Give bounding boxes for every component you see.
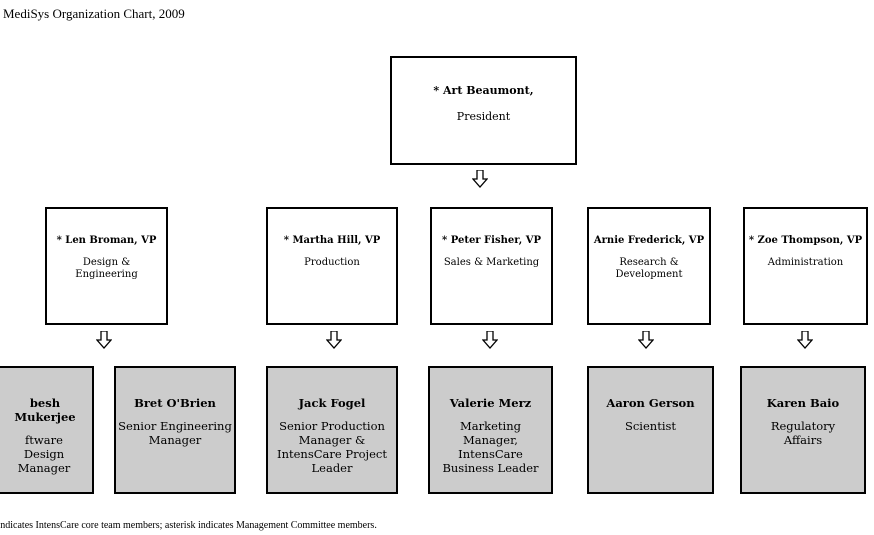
person-role: Senior Engineering Manager	[118, 419, 232, 447]
person-name: Valerie Merz	[449, 396, 532, 410]
org-box-core-senior-engineering: Bret O'Brien Senior Engineering Manager	[114, 366, 236, 494]
person-role: Sales & Marketing	[443, 257, 540, 268]
down-arrow-icon	[96, 331, 112, 349]
down-arrow-icon	[472, 170, 488, 188]
person-name: Aaron Gerson	[606, 396, 695, 410]
chart-footnote: g indicates IntensCare core team members…	[0, 520, 377, 531]
person-role: Research & Development	[615, 257, 683, 280]
down-arrow-icon	[638, 331, 654, 349]
org-box-vp-production: * Martha Hill, VP Production	[266, 207, 398, 325]
person-name: * Len Broman, VP	[56, 235, 157, 246]
org-box-core-marketing: Valerie Merz Marketing Manager, IntensCa…	[428, 366, 553, 494]
person-name: Arnie Frederick, VP	[593, 235, 705, 246]
org-box-core-senior-production: Jack Fogel Senior Production Manager & I…	[266, 366, 398, 494]
org-box-core-software-design: besh Mukerjee ftware Design Manager	[0, 366, 94, 494]
person-name: * Martha Hill, VP	[283, 235, 381, 246]
org-box-vp-research: Arnie Frederick, VP Research & Developme…	[587, 207, 711, 325]
person-role: Marketing Manager, IntensCare Business L…	[442, 419, 539, 475]
person-role: Administration	[767, 257, 844, 268]
chart-title: MediSys Organization Chart, 2009	[3, 6, 185, 21]
down-arrow-icon	[482, 331, 498, 349]
person-role: Regulatory Affairs	[770, 419, 836, 447]
down-arrow-icon	[326, 331, 342, 349]
person-name: besh Mukerjee	[14, 396, 76, 424]
down-arrow-icon	[797, 331, 813, 349]
org-box-vp-administration: * Zoe Thompson, VP Administration	[743, 207, 868, 325]
person-name: Jack Fogel	[298, 396, 366, 410]
person-name: Karen Baio	[766, 396, 840, 410]
person-role: Scientist	[624, 419, 677, 433]
person-name: * Zoe Thompson, VP	[748, 235, 863, 246]
org-box-president: * Art Beaumont, President	[390, 56, 577, 165]
person-role: Production	[304, 257, 360, 268]
person-role: President	[456, 110, 511, 123]
person-name: * Peter Fisher, VP	[442, 235, 541, 246]
org-box-vp-sales: * Peter Fisher, VP Sales & Marketing	[430, 207, 553, 325]
org-box-core-scientist: Aaron Gerson Scientist	[587, 366, 714, 494]
person-role: Design & Engineering	[75, 257, 138, 280]
person-name: * Art Beaumont,	[433, 84, 534, 97]
person-role: ftware Design Manager	[17, 433, 71, 475]
org-box-vp-design: * Len Broman, VP Design & Engineering	[45, 207, 168, 325]
org-box-core-regulatory: Karen Baio Regulatory Affairs	[740, 366, 866, 494]
person-role: Senior Production Manager & IntensCare P…	[277, 419, 387, 475]
person-name: Bret O'Brien	[134, 396, 216, 410]
